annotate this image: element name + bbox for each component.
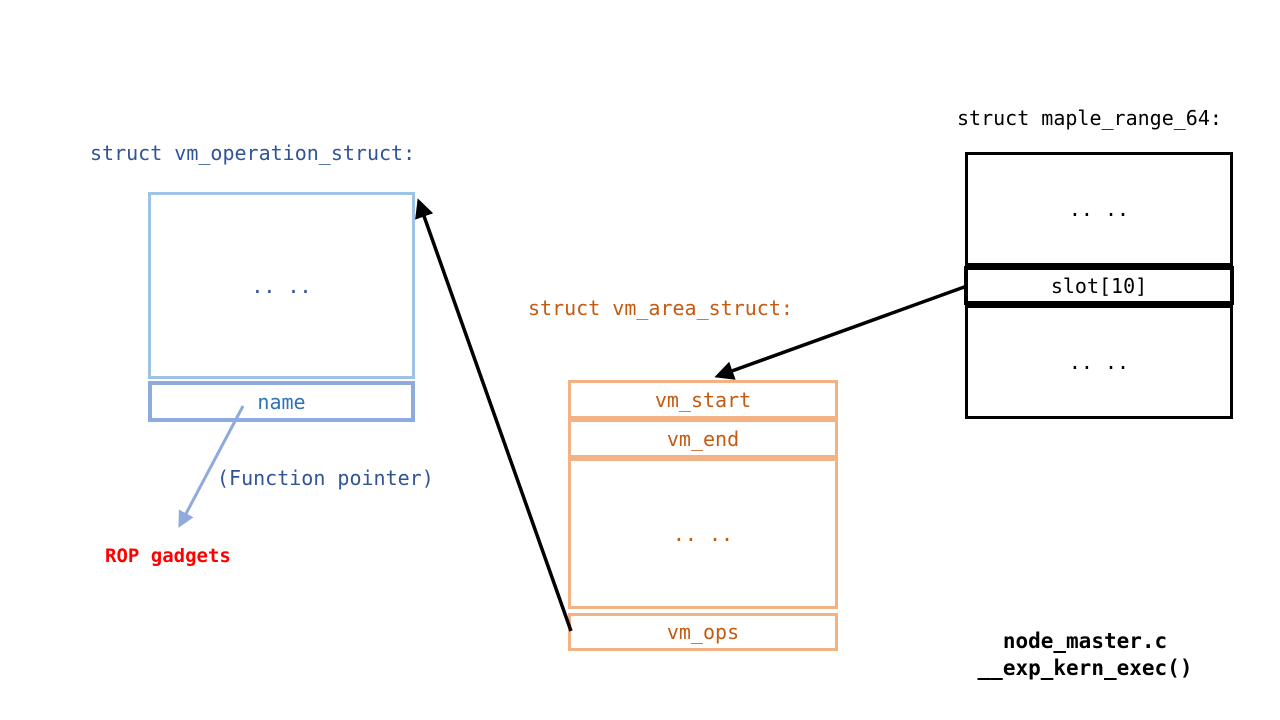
vm-area-struct-title: struct vm_area_struct:: [528, 296, 793, 320]
slot-10-label: slot[10]: [1050, 273, 1148, 298]
source-function-label: __exp_kern_exec(): [977, 655, 1193, 680]
vm-area-struct-body-box: .. ..: [568, 458, 838, 609]
vm-operation-struct-body-box: .. ..: [148, 192, 415, 379]
maple-range-64-dots-bottom: .. ..: [1068, 350, 1130, 374]
vm-area-struct-dots: .. ..: [672, 521, 734, 546]
source-file-label: node_master.c: [1002, 629, 1168, 653]
maple-range-64-title: struct maple_range_64:: [957, 106, 1222, 130]
vm-operation-struct-title: struct vm_operation_struct:: [90, 141, 416, 165]
vm-area-struct-vm-end-field: vm_end: [568, 419, 838, 458]
vm-start-label: vm_start: [654, 387, 752, 412]
maple-range-64-slot-field: slot[10]: [964, 266, 1234, 305]
vm-ops-label: vm_ops: [666, 620, 740, 644]
function-pointer-label: (Function pointer): [217, 466, 434, 490]
vm-operation-struct-name-field: name: [148, 381, 415, 422]
maple-range-64-bottom-box: .. ..: [965, 305, 1233, 419]
vm-end-label: vm_end: [666, 426, 740, 451]
maple-range-64-dots-top: .. ..: [1068, 197, 1130, 221]
vm-area-struct-vm-start-field: vm_start: [568, 380, 838, 419]
source-credits: node_master.c __exp_kern_exec(): [935, 628, 1235, 682]
name-field-label: name: [257, 389, 306, 414]
maple-range-64-top-box: .. ..: [965, 152, 1233, 266]
vm-operation-struct-dots: .. ..: [251, 273, 312, 298]
rop-gadgets-label: ROP gadgets: [105, 545, 231, 567]
vm-ops-to-vm-operation-arrow: [415, 198, 573, 632]
vm-area-struct-vm-ops-field: vm_ops: [568, 613, 838, 651]
